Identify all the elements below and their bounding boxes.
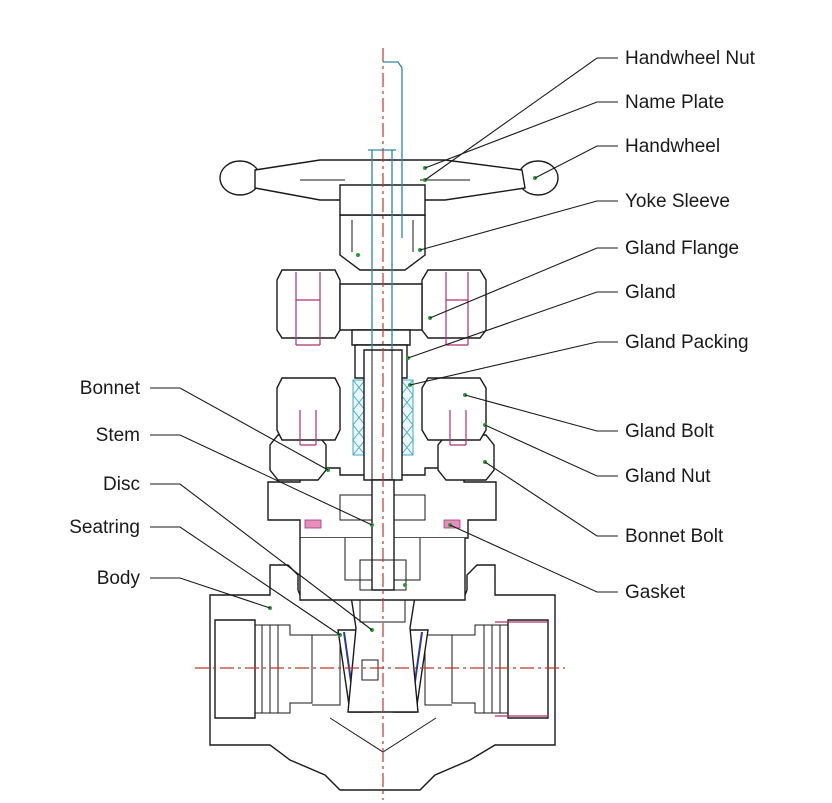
label-handwheel-nut: Handwheel Nut	[625, 48, 756, 69]
label-bonnet: Bonnet	[80, 378, 141, 399]
gland-bolts	[276, 269, 487, 446]
handwheel	[219, 159, 559, 216]
labels-left: Bonnet Stem Disc Seatring Body	[69, 378, 140, 589]
leader-lines-right	[407, 57, 618, 593]
label-gasket: Gasket	[625, 582, 686, 603]
leader-lines-left	[150, 387, 373, 636]
centerlines	[195, 48, 565, 800]
label-disc: Disc	[103, 474, 140, 495]
labels-right: Handwheel Nut Name Plate Handwheel Yoke …	[625, 48, 756, 603]
label-bonnet-bolt: Bonnet Bolt	[625, 526, 724, 547]
label-stem: Stem	[96, 425, 140, 446]
label-body: Body	[97, 568, 141, 589]
label-handwheel: Handwheel	[625, 136, 720, 157]
label-seatring: Seatring	[69, 517, 140, 538]
label-yoke-sleeve: Yoke Sleeve	[625, 191, 730, 212]
label-gland-flange: Gland Flange	[625, 238, 739, 259]
label-gland-nut: Gland Nut	[625, 466, 711, 487]
gland-packing	[352, 379, 414, 456]
bonnet	[267, 434, 497, 601]
label-gland: Gland	[625, 282, 676, 303]
label-gland-bolt: Gland Bolt	[625, 421, 714, 442]
label-gland-packing: Gland Packing	[625, 332, 749, 353]
label-name-plate: Name Plate	[625, 92, 724, 113]
